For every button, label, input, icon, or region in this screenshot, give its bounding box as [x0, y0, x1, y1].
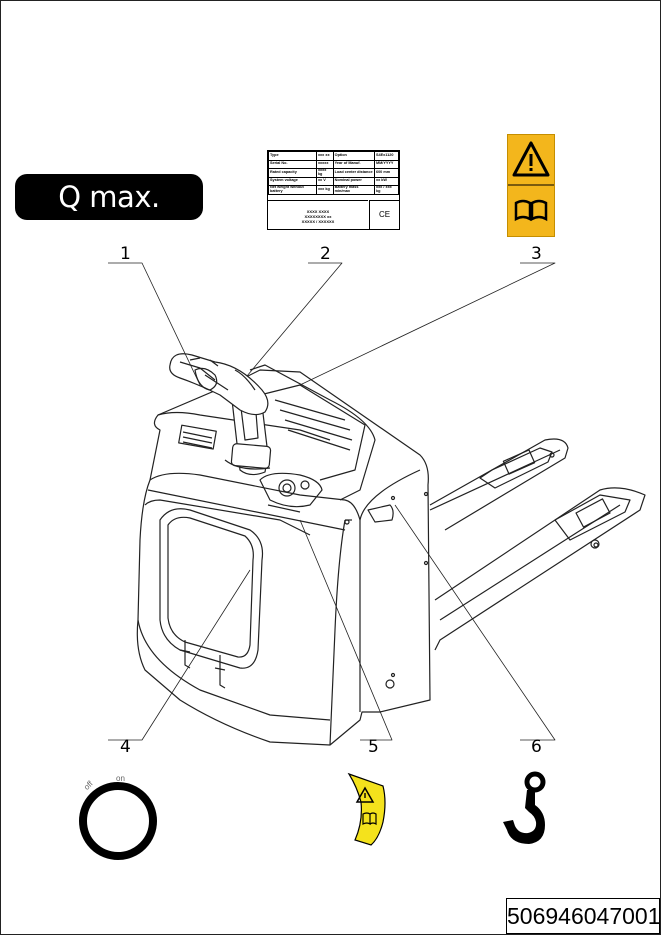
plate-cell: Serial No.: [268, 159, 317, 169]
plate-row: Rated capacity xxxx kg Load center dista…: [268, 168, 400, 178]
plate-footer-line: XXXXXXXX xx: [304, 214, 332, 219]
lifting-hook-icon: [503, 771, 546, 844]
callout-2: 2: [320, 244, 331, 264]
warning-label: [507, 134, 555, 237]
fork-lower: [434, 487, 646, 651]
tiller-handle: [169, 353, 272, 476]
callout-leaders: [108, 262, 556, 741]
plate-cell: Option: [332, 151, 375, 161]
warning-sticker-icon: [347, 772, 386, 846]
callout-3: 3: [531, 244, 542, 264]
callout-5: 5: [368, 737, 379, 757]
plate-cell: Year of Manuf.: [332, 159, 375, 169]
plate-footer-line: XXXX XXXX: [306, 209, 330, 214]
plate-cell: 600 mm: [373, 168, 400, 178]
fork-upper: [429, 438, 569, 531]
plate-cell: Rated capacity: [268, 168, 317, 178]
plate-cell: S4Ex1120: [373, 151, 400, 161]
plate-row: Type xxx xx Option S4Ex1120: [268, 151, 400, 161]
plate-cell: xxx xx: [315, 151, 334, 161]
plate-row: Serial No. xxxxx Year of Manuf. MM/YYYY: [268, 159, 400, 169]
plate-footer-line: XXXXX / XXXXXX: [301, 219, 335, 224]
callout-4: 4: [120, 737, 131, 757]
plate-cell: Type: [268, 151, 317, 161]
plate-cell: Battery mass min/max: [332, 185, 375, 195]
truck-body: [136, 364, 431, 746]
warning-triangle-icon: [508, 141, 554, 222]
plate-footer: XXXX XXXX XXXXXXXX xx XXXXX / XXXXXX: [268, 200, 368, 228]
plate-cell: xx V: [315, 176, 334, 187]
ce-mark: CE: [369, 200, 399, 229]
plate-cell: xxxx kg: [315, 168, 334, 178]
on-off-ring-icon: [79, 782, 157, 860]
on-mark: on: [116, 774, 125, 783]
open-book-icon: [514, 199, 548, 222]
plate-cell: xxx kg: [315, 185, 334, 195]
type-plate-table: Type xxx xx Option S4Ex1120 Serial No. x…: [268, 151, 400, 195]
callout-1: 1: [120, 244, 131, 264]
plate-cell: Load center distance: [332, 168, 375, 178]
plate-cell: Net weight without battery: [268, 185, 317, 195]
plate-row: Net weight without battery xxx kg Batter…: [268, 185, 400, 195]
plate-cell: xxx / xxx kg: [373, 185, 400, 195]
type-plate: Type xxx xx Option S4Ex1120 Serial No. x…: [267, 150, 400, 230]
callout-6: 6: [531, 737, 542, 757]
serial-number: 506946047001: [506, 898, 661, 934]
plate-cell: MM/YYYY: [373, 159, 400, 169]
capacity-label: Q max. 2500kg: [15, 174, 203, 260]
